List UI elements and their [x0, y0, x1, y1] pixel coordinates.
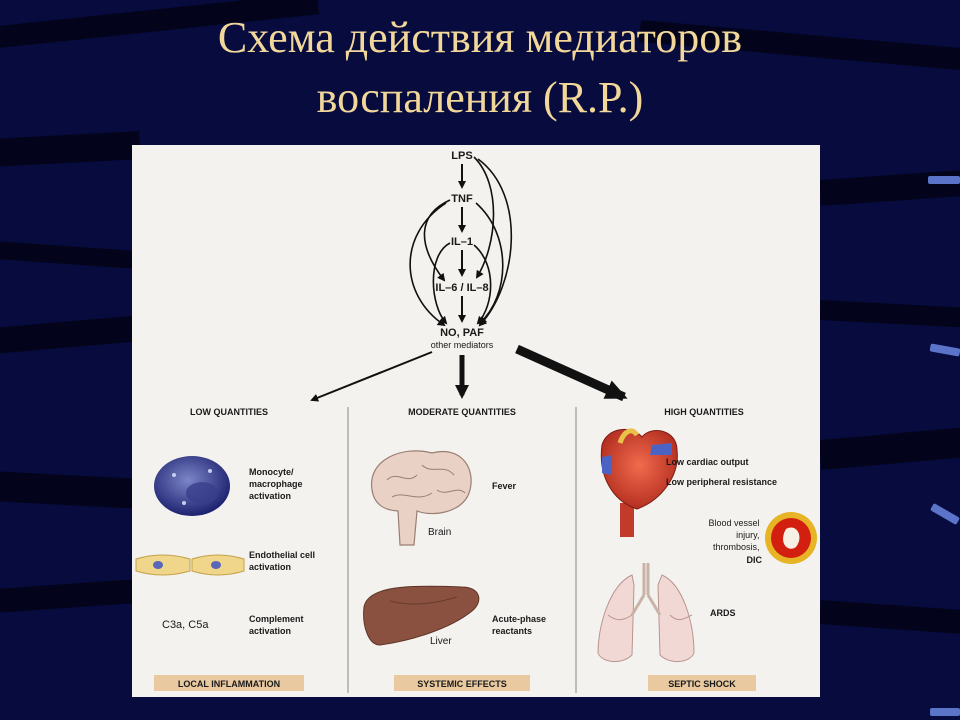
low-item-endothelial: Endothelial cell activation [249, 550, 318, 572]
low-item-macrophage: Monocyte/ macrophage activation [249, 467, 305, 501]
brain-illustration [371, 450, 472, 546]
heart-illustration [600, 428, 678, 537]
liver-label: Liver [430, 636, 452, 647]
footer-local-inflammation: LOCAL INFLAMMATION [178, 679, 280, 689]
header-moderate-quantities: MODERATE QUANTITIES [408, 407, 516, 417]
footer-systemic-effects-box [394, 675, 530, 691]
high-item-blood-vessel: Blood vessel injury, thrombosis, DIC [708, 518, 762, 565]
edge-mark [930, 503, 960, 525]
edge-mark [929, 343, 960, 357]
header-high-quantities: HIGH QUANTITIES [664, 407, 744, 417]
footer-local-inflammation-box [154, 675, 304, 691]
liver-illustration [363, 585, 480, 646]
other-mediators-label: other mediators [431, 340, 494, 350]
cascade-lps: LPS [451, 150, 472, 162]
background-streak [819, 600, 960, 636]
background-streak [0, 315, 141, 356]
diagram-panel: LPS TNF IL–1 IL–6 / IL–8 NO, PAF other m… [132, 145, 820, 697]
footer-systemic-effects: SYSTEMIC EFFECTS [417, 679, 507, 689]
background-streak [819, 300, 960, 329]
background-streak [819, 168, 960, 206]
cascade-tnf: TNF [451, 193, 473, 205]
cascade-no-paf: NO, PAF [440, 327, 484, 339]
cascade-il6-il8: IL–6 / IL–8 [435, 282, 488, 294]
complement-c3a-c5a: C3a, C5a [162, 619, 209, 631]
high-item-low-peripheral-resistance: Low peripheral resistance [666, 477, 777, 487]
mediator-diagram: LPS TNF IL–1 IL–6 / IL–8 NO, PAF other m… [135, 150, 817, 693]
moderate-item-fever: Fever [492, 481, 517, 491]
low-item-complement: Complement activation [249, 614, 306, 636]
brain-label: Brain [428, 527, 451, 538]
footer-septic-shock: SEPTIC SHOCK [668, 679, 736, 689]
edge-mark [930, 708, 960, 716]
lungs-illustration [597, 563, 695, 662]
slide-title: Схема действия медиаторов воспаления (R.… [0, 8, 960, 128]
arrow-to-low [310, 351, 433, 402]
moderate-item-acute-phase: Acute-phase reactants [492, 614, 549, 636]
title-line-1: Схема действия медиаторов [217, 13, 743, 62]
background-streak [0, 578, 141, 614]
title-line-2: воспаления (R.P.) [316, 73, 644, 122]
background-streak [818, 426, 960, 470]
high-item-ards: ARDS [710, 608, 736, 618]
high-item-low-cardiac-output: Low cardiac output [666, 457, 749, 467]
cascade-il1: IL–1 [451, 236, 473, 248]
blood-vessel-cross-section [765, 512, 817, 564]
arrow-to-high [515, 344, 628, 402]
background-streak [0, 131, 141, 168]
endothelial-cells-illustration [135, 554, 245, 576]
background-streak [0, 240, 141, 270]
header-low-quantities: LOW QUANTITIES [190, 407, 268, 417]
footer-septic-shock-box [648, 675, 756, 691]
macrophage-cell-illustration [154, 456, 230, 516]
background-streak [0, 470, 141, 509]
cascade-curved-arrows [409, 156, 513, 327]
edge-mark [928, 176, 960, 184]
